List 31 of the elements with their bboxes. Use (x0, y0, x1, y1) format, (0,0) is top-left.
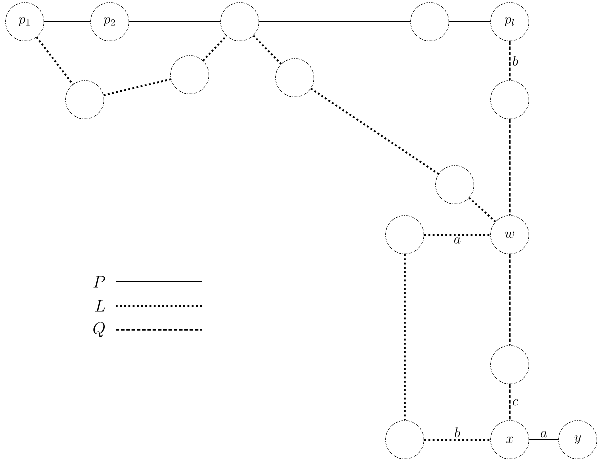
edge-line (310, 88, 440, 175)
edge-line (509, 254, 511, 346)
edge-line (104, 78, 172, 96)
vertex-circle (436, 166, 474, 204)
edge-label: $b$ (513, 56, 518, 66)
vertex-circle (66, 80, 104, 120)
edge-line (424, 234, 491, 236)
legend-label: $P$ (94, 276, 106, 288)
edge-label: $c$ (513, 399, 518, 406)
edge-line (509, 119, 511, 216)
edge-line (202, 36, 228, 62)
legend-label: $L$ (95, 300, 106, 312)
vertex-circle (276, 58, 314, 98)
edge-line (424, 439, 491, 441)
edge-label: $a$ (540, 431, 548, 438)
edge-line (509, 41, 511, 81)
vertex-circle (410, 2, 450, 42)
legend-label: $Q$ (94, 322, 106, 338)
vertex-circle (170, 56, 210, 94)
vertex-circle (490, 80, 530, 120)
edge-line (252, 35, 282, 65)
edge-line (36, 36, 74, 86)
edge-label: $b$ (455, 428, 460, 438)
vertex-circle (220, 2, 260, 42)
edge-label: $a$ (454, 237, 461, 244)
edge-line (509, 384, 511, 421)
vertex-circle (386, 216, 424, 254)
edge-line (468, 197, 496, 223)
vertex-circle (386, 420, 424, 460)
edge-line (404, 254, 406, 421)
vertex-circle (490, 346, 530, 384)
